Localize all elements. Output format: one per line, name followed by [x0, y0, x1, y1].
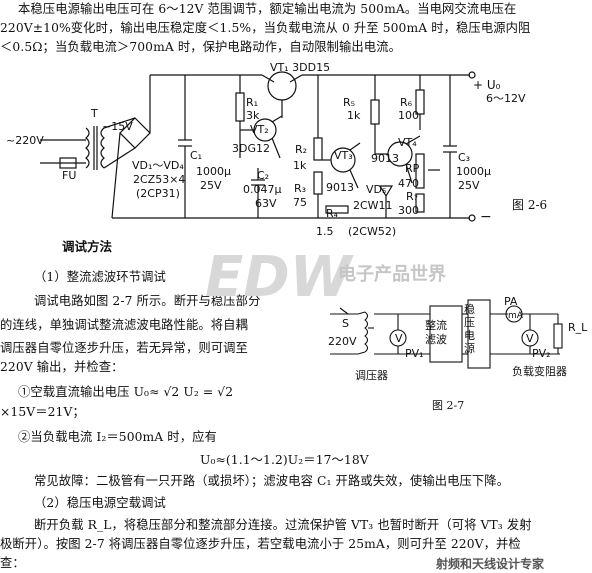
label-uo: + U₀ — [473, 78, 501, 92]
label-vd6: (2CW52) — [348, 225, 397, 238]
label-r7: R₇ — [406, 190, 419, 203]
intro-line-2: 220V±10%变化时，输出电压稳定度＜1.5%，当负载电流从 0 升至 500… — [0, 21, 531, 35]
label-vt2: VT₂ — [250, 123, 269, 136]
label-r1-value: 3k — [246, 109, 260, 122]
para1-line-d: 220V 输出，并检查： — [0, 360, 124, 374]
label-r5: R₅ — [343, 96, 356, 109]
check-2: ②当负载电流 I₂＝500mA 时，应有 — [18, 430, 217, 444]
check-1-line-b: ×15V＝21V； — [0, 405, 85, 419]
label-r5-value: 1k — [347, 109, 361, 122]
para2-line-c: 查： — [0, 556, 25, 570]
figure-2-6-caption: 图 2-6 — [512, 198, 548, 212]
fig27-ma: mA — [508, 311, 523, 321]
label-rp-value: 470 — [398, 177, 419, 190]
para2-line-a: 断开负载 R_L，将稳压部分和整流部分连接。过流保护管 VT₃ 也暂时断开（可将… — [34, 518, 532, 532]
label-c1-voltage: 25V — [200, 179, 222, 192]
label-c3-value: 1000μ — [456, 165, 491, 178]
fig27-220v: 220V — [328, 335, 357, 348]
fig27-v2: V — [526, 332, 534, 345]
label-minus: − — [480, 209, 492, 225]
fig27-pa: PA — [504, 295, 518, 308]
label-3dg12: 3DG12 — [232, 142, 270, 155]
fig27-rl: R_L — [568, 321, 588, 334]
fig27-switch: S — [342, 317, 349, 330]
label-r3-value: 75 — [293, 196, 307, 209]
fig27-reg-2: 压 — [464, 316, 475, 329]
fig27-reg-1: 稳 — [464, 303, 475, 316]
watermark-bottom: 射频和天线设计专家 — [436, 557, 545, 571]
watermark-edw: EDW — [205, 245, 352, 310]
figure-2-7-caption: 图 2-7 — [432, 399, 465, 412]
label-r6-value: 100 — [398, 109, 419, 122]
label-r6: R₆ — [400, 96, 413, 109]
label-vd-alt: (2CP31) — [136, 187, 180, 200]
fig27-reg-4: 源 — [464, 342, 475, 355]
section-title: 调试方法 — [62, 239, 113, 254]
label-9013-a: 9013 — [326, 181, 354, 194]
check-1-line-a: ①空载直流输出电压 U₀≈ √2 U₂ = √2 — [18, 385, 234, 399]
label-vd1-vd4: VD₁～VD₄ — [132, 159, 184, 172]
label-transformer: T — [91, 107, 98, 120]
label-ac-input: ~220V — [6, 134, 44, 147]
label-c2-voltage: 63V — [255, 197, 277, 210]
label-vt4: VT₄ — [398, 136, 417, 149]
label-rp: RP — [405, 162, 420, 175]
label-vd5-part: 2CW11 — [353, 199, 393, 212]
label-c1-value: 1000μ — [196, 165, 231, 178]
circuit-diagram-fig-2-6 — [40, 71, 476, 222]
label-c2-value: 0.047μ — [243, 183, 282, 196]
label-vd-part: 2CZ53×4 — [133, 173, 186, 186]
fig27-reg-3: 电 — [464, 329, 475, 342]
fig27-load: 负载变阻器 — [512, 365, 567, 378]
watermark-cn-1: 电子产品世界 — [338, 264, 446, 285]
label-15v: ~15V — [102, 120, 133, 133]
label-uo-range: 6～12V — [486, 92, 526, 105]
para2-line-b: 极断开）。按图 2-7 将调压器自零位逐步升压，若空载电流小于 25mA，则可升… — [0, 537, 521, 551]
label-c3-voltage: 25V — [458, 179, 480, 192]
subsection-1-title: （1）整流滤波环节调试 — [34, 270, 166, 284]
label-vt1: VT₁ 3DD15 — [270, 61, 331, 74]
label-r7-value: 300 — [398, 204, 419, 217]
formula: U₀≈(1.1～1.2)U₂＝17～18V — [200, 453, 369, 467]
para1-line-c: 调压器自零位逐步升压，若无异常，则可调至 — [0, 341, 248, 355]
label-fuse: FU — [62, 169, 77, 182]
subsection-2-title: （2）稳压电源空载调试 — [34, 496, 166, 510]
fig27-filter-2: 滤波 — [425, 333, 447, 346]
label-vd5: VD₅ — [366, 183, 387, 196]
label-c1: C₁ — [190, 149, 203, 162]
label-vt3: VT₃ — [334, 149, 353, 162]
label-r1: R₁ — [246, 96, 259, 109]
label-r2-value: 1k — [293, 159, 307, 172]
circuit-diagram-fig-2-7 — [330, 299, 563, 369]
label-r2: R₂ — [295, 143, 308, 156]
label-c3: C₃ — [458, 151, 471, 164]
label-r4-value: 1.5 — [316, 225, 334, 238]
label-9013-b: 9013 — [371, 152, 399, 165]
label-r3: R₃ — [294, 182, 307, 195]
intro-line-1: 本稳压电源输出电压可在 6～12V 范围调节，额定输出电流为 500mA。当电网… — [18, 2, 517, 16]
label-c2: C₂ — [257, 169, 270, 182]
fig27-tiaoyaqi: 调压器 — [355, 369, 388, 382]
fig27-v1: V — [395, 332, 403, 345]
para1-line-b: 的连线，单独调试整流滤波电路性能。将自耦 — [0, 318, 248, 332]
fig27-pv1: PV₁ — [405, 347, 424, 360]
label-r4: R₄ — [326, 207, 339, 220]
para1-line-a: 调试电路如图 2-7 所示。断开与稳压部分 — [34, 294, 261, 308]
fault-text: 常见故障：二极管有一只开路（或损坏）；滤波电容 C₁ 开路或失效，使输出电压下降… — [34, 474, 510, 488]
fig27-pv2: PV₂ — [532, 347, 551, 360]
intro-line-3: ＜0.5Ω；当负载电流＞700mA 时，保护电路动作，自动限制输出电流。 — [0, 40, 401, 54]
fig27-filter-1: 整流 — [425, 319, 447, 332]
